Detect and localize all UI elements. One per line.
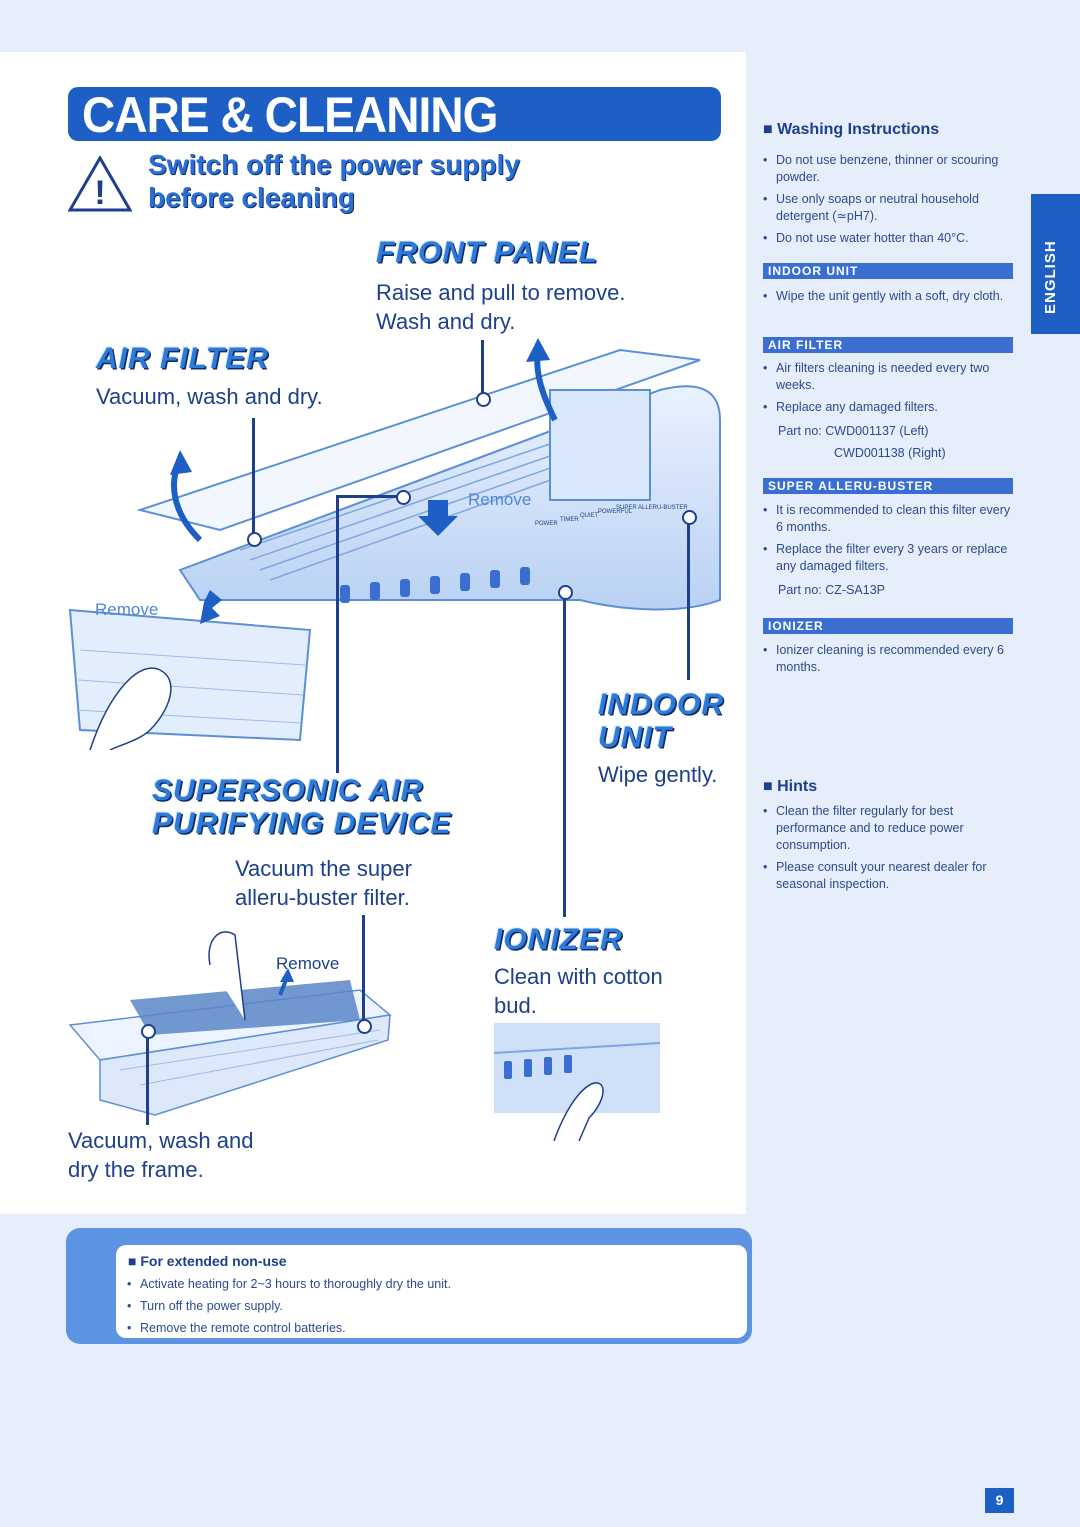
hints-section: ■ Hints xyxy=(763,778,817,796)
hints-heading: ■ Hints xyxy=(763,778,818,795)
indoor-unit-item: Wipe the unit gently with a soft, dry cl… xyxy=(760,288,1015,305)
indoor-unit-leader xyxy=(687,524,690,680)
alleru-buster-marker xyxy=(357,1019,372,1034)
supersonic-text: Vacuum the super alleru-buster filter. xyxy=(235,854,412,912)
non-use-item: Remove the remote control batteries. xyxy=(124,1320,724,1337)
air-filter-item: Replace any damaged filters. xyxy=(760,399,1015,416)
ionizer-text: Clean with cotton bud. xyxy=(494,962,663,1020)
front-panel-leader xyxy=(481,340,484,395)
supersonic-line2: alleru-buster filter. xyxy=(235,885,410,910)
air-conditioner-illustration: POWER TIMER QUIET POWERFUL SUPER ALLERU-… xyxy=(68,338,721,750)
alleru-buster-leader xyxy=(362,915,365,1023)
panel-label-powerful: POWERFUL xyxy=(598,509,633,515)
indoor-unit-text: Wipe gently. xyxy=(598,762,718,787)
super-alleru-list: It is recommended to clean this filter e… xyxy=(760,502,1015,580)
warning-icon: ! xyxy=(68,156,132,212)
washing-instructions-section: ■ Washing Instructions xyxy=(763,121,939,139)
non-use-item: Turn off the power supply. xyxy=(124,1298,724,1315)
page-number: 9 xyxy=(985,1488,1014,1513)
remove-label-top: Remove xyxy=(468,490,532,509)
ionizer-list: Ionizer cleaning is recommended every 6 … xyxy=(760,642,1015,681)
indoor-unit-marker xyxy=(682,510,697,525)
ionizer-leader xyxy=(563,599,566,917)
air-filter-leader xyxy=(252,418,255,536)
washing-heading: ■ Washing Instructions xyxy=(763,121,940,138)
super-alleru-item: Replace the filter every 3 years or repl… xyxy=(760,541,1015,575)
supersonic-heading2: PURIFYING DEVICE xyxy=(152,807,452,840)
supersonic-leader-h xyxy=(336,495,402,498)
panel-label-timer: TIMER xyxy=(560,517,579,523)
language-tab: ENGLISH xyxy=(1031,194,1080,334)
air-filter-item: Air filters cleaning is needed every two… xyxy=(760,360,1015,394)
remove-label-bottom: Remove xyxy=(276,954,340,973)
supersonic-line1: Vacuum the super xyxy=(235,856,412,881)
title-bar xyxy=(68,87,721,141)
supersonic-marker xyxy=(396,490,411,505)
air-filter-heading: AIR FILTER xyxy=(96,342,269,375)
ionizer-item: Ionizer cleaning is recommended every 6 … xyxy=(760,642,1015,676)
super-alleru-item: It is recommended to clean this filter e… xyxy=(760,502,1015,536)
non-use-heading: ■ For extended non-use xyxy=(128,1253,287,1269)
frame-line2: dry the frame. xyxy=(68,1157,204,1182)
panel-label-super: SUPER ALLERU-BUSTER xyxy=(616,505,688,511)
panel-label-quiet: QUIET xyxy=(580,513,599,519)
ionizer-line2: bud. xyxy=(494,993,537,1018)
air-filter-bar: AIR FILTER xyxy=(763,337,1013,353)
ionizer-marker xyxy=(558,585,573,600)
frame-leader xyxy=(146,1030,149,1125)
ionizer-line1: Clean with cotton xyxy=(494,964,663,989)
washing-list: Do not use benzene, thinner or scouring … xyxy=(760,152,1020,252)
air-filter-list: Air filters cleaning is needed every two… xyxy=(760,360,1015,421)
indoor-unit-heading1: INDOOR xyxy=(598,688,724,721)
air-filter-part1: Part no: CWD001137 (Left) xyxy=(778,424,929,438)
super-alleru-bar: SUPER ALLERU-BUSTER xyxy=(763,478,1013,494)
non-use-item: Activate heating for 2~3 hours to thorou… xyxy=(124,1276,724,1293)
front-panel-line2: Wash and dry. xyxy=(376,309,516,334)
non-use-list: Activate heating for 2~3 hours to thorou… xyxy=(124,1276,724,1342)
washing-item: Do not use benzene, thinner or scouring … xyxy=(760,152,1020,186)
ionizer-cleaning-illustration xyxy=(494,1023,660,1142)
warning-line2: before cleaning xyxy=(148,182,355,213)
ionizer-bar: IONIZER xyxy=(763,618,1013,634)
frame-text: Vacuum, wash and dry the frame. xyxy=(68,1126,253,1184)
warning-line1: Switch off the power supply xyxy=(148,149,520,180)
supersonic-leader xyxy=(336,495,339,773)
indoor-unit-bar: INDOOR UNIT xyxy=(763,263,1013,279)
air-filter-text: Vacuum, wash and dry. xyxy=(96,384,323,409)
air-filter-part2: CWD001138 (Right) xyxy=(834,446,946,460)
indoor-unit-heading2: UNIT xyxy=(598,721,672,754)
air-filter-marker xyxy=(247,532,262,547)
alleru-buster-illustration xyxy=(68,931,392,1116)
panel-label-power: POWER xyxy=(535,521,558,527)
warning-text: Switch off the power supply before clean… xyxy=(148,148,520,214)
super-alleru-part: Part no: CZ-SA13P xyxy=(778,583,885,597)
front-panel-line1: Raise and pull to remove. xyxy=(376,280,626,305)
ionizer-heading: IONIZER xyxy=(494,923,623,956)
front-panel-heading: FRONT PANEL xyxy=(376,236,599,269)
washing-item: Use only soaps or neutral household dete… xyxy=(760,191,1020,225)
supersonic-heading1: SUPERSONIC AIR xyxy=(152,774,424,807)
hints-item: Clean the filter regularly for best perf… xyxy=(760,803,1015,854)
warning-symbol: ! xyxy=(94,174,105,212)
hints-item: Please consult your nearest dealer for s… xyxy=(760,859,1015,893)
language-tab-label: ENGLISH xyxy=(1042,240,1059,314)
front-panel-marker xyxy=(476,392,491,407)
remove-label-left: Remove xyxy=(95,600,159,619)
frame-marker xyxy=(141,1024,156,1039)
hints-list: Clean the filter regularly for best perf… xyxy=(760,803,1015,898)
page-title: CARE & CLEANING xyxy=(82,87,498,143)
indoor-unit-list: Wipe the unit gently with a soft, dry cl… xyxy=(760,288,1015,310)
washing-item: Do not use water hotter than 40°C. xyxy=(760,230,1020,247)
front-panel-text: Raise and pull to remove. Wash and dry. xyxy=(376,278,625,336)
frame-line1: Vacuum, wash and xyxy=(68,1128,254,1153)
